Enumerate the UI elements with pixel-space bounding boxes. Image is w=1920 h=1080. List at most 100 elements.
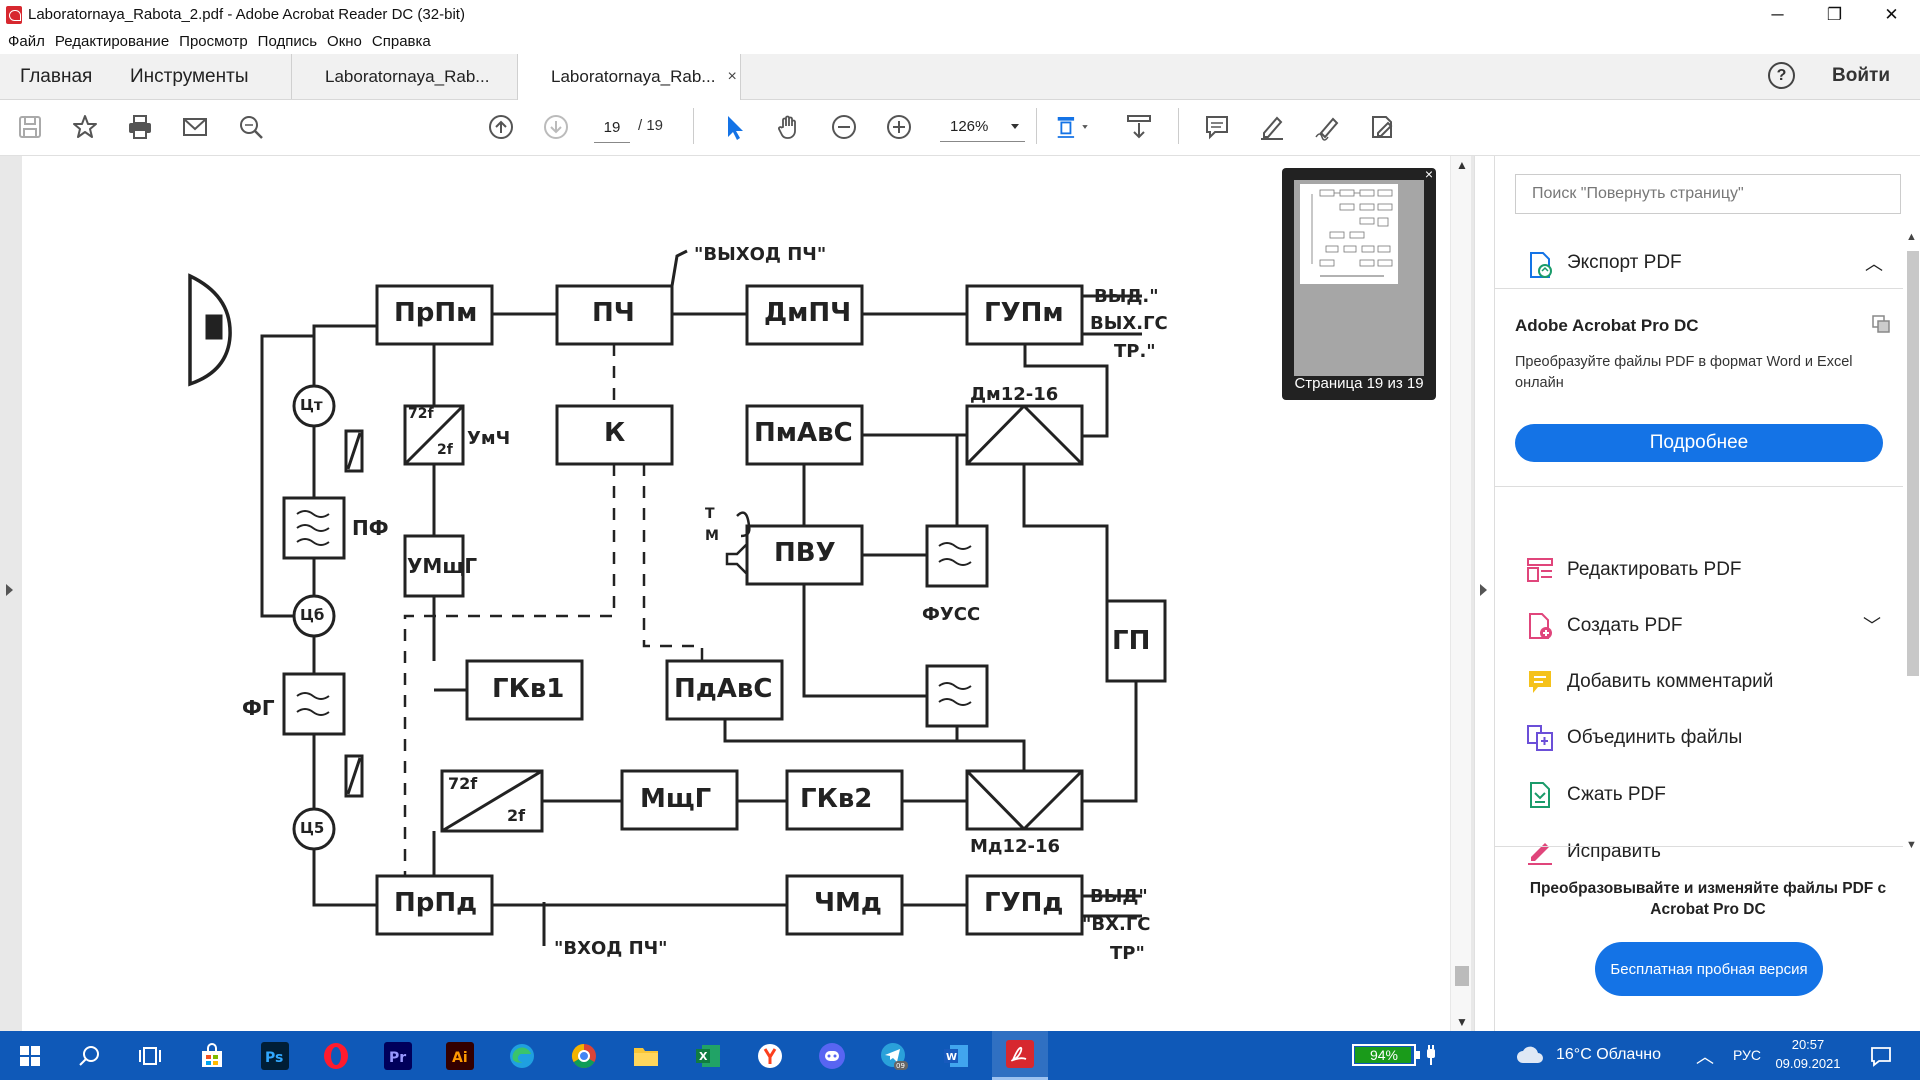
panel-scrollbar[interactable]: ▲ ▼	[1903, 231, 1920, 851]
bookmark-star-icon[interactable]	[69, 111, 101, 143]
label-out-top-2: ВЫХ.ГС	[1090, 313, 1168, 334]
weather-text[interactable]: 16°C Облачно	[1556, 1046, 1662, 1063]
minimize-button[interactable]: ─	[1771, 4, 1784, 24]
page-display-icon[interactable]	[1053, 111, 1097, 143]
panel-scroll-up-icon[interactable]: ▲	[1906, 231, 1917, 243]
tool-fix[interactable]: Исправить	[1525, 834, 1661, 870]
tab-document-1[interactable]: Laboratornaya_Rab...	[291, 54, 516, 99]
premiere-icon[interactable]: Pr	[378, 1036, 418, 1076]
sign-pen-icon[interactable]	[1311, 111, 1343, 143]
discord-icon[interactable]	[812, 1036, 852, 1076]
right-panel-collapse-icon[interactable]	[1480, 584, 1487, 596]
panel-scroll-down-icon[interactable]: ▼	[1906, 839, 1917, 851]
language-indicator[interactable]: РУС	[1733, 1047, 1762, 1063]
highlight-pen-icon[interactable]	[1256, 111, 1288, 143]
save-icon[interactable]	[14, 111, 46, 143]
menu-file[interactable]: Файл	[8, 33, 45, 50]
tab-home[interactable]: Главная	[20, 65, 93, 87]
scroll-up-icon[interactable]: ▲	[1456, 158, 1468, 172]
tab-close-icon[interactable]: ×	[727, 68, 737, 85]
export-pdf-header[interactable]: Экспорт PDF ︿	[1495, 238, 1903, 289]
chevron-up-icon[interactable]: ︿	[1865, 254, 1883, 274]
notifications-icon[interactable]	[1870, 1045, 1892, 1071]
word-icon[interactable]: W	[936, 1036, 976, 1076]
hand-tool-icon[interactable]	[773, 111, 805, 143]
page-thumbnail	[1294, 180, 1424, 376]
print-icon[interactable]	[124, 111, 156, 143]
right-panel-toggle[interactable]	[1474, 156, 1495, 1031]
tool-edit-pdf-label: Редактировать PDF	[1567, 559, 1742, 580]
taskbar-search-icon[interactable]	[70, 1036, 110, 1076]
block-gkv2: ГКв2	[800, 784, 873, 814]
scrollbar-thumb[interactable]	[1455, 966, 1469, 986]
left-panel-toggle-icon[interactable]	[6, 584, 13, 596]
next-page-icon[interactable]	[540, 111, 572, 143]
page-thumbnail-popup[interactable]: × Страница 19 из 19	[1282, 166, 1436, 400]
acrobat-icon	[6, 5, 22, 24]
scroll-mode-icon[interactable]	[1123, 111, 1155, 143]
svg-text:Ai: Ai	[452, 1050, 468, 1066]
menu-help[interactable]: Справка	[371, 33, 431, 50]
menu-edit[interactable]: Редактирование	[54, 33, 170, 50]
tool-combine-files[interactable]: Объединить файлы	[1525, 720, 1742, 756]
tab-tools[interactable]: Инструменты	[130, 65, 249, 87]
clock[interactable]: 20:57 09.09.2021	[1772, 1035, 1844, 1073]
svg-text:W: W	[946, 1052, 957, 1063]
select-cursor-icon[interactable]	[718, 111, 750, 143]
file-explorer-icon[interactable]	[626, 1036, 666, 1076]
tool-create-pdf[interactable]: Создать PDF	[1525, 608, 1682, 644]
acrobat-taskbar-icon[interactable]	[992, 1031, 1048, 1080]
free-trial-button[interactable]: Бесплатная пробная версия	[1595, 942, 1823, 996]
telegram-icon[interactable]: 09	[874, 1036, 914, 1076]
task-view-icon[interactable]	[130, 1036, 170, 1076]
windows-start-icon[interactable]	[10, 1036, 50, 1076]
page-number-input[interactable]: 19	[594, 112, 630, 143]
previous-page-icon[interactable]	[485, 111, 517, 143]
document-scrollbar[interactable]: ▲ ▼	[1451, 156, 1471, 1031]
tools-search-input[interactable]: Поиск "Повернуть страницу"	[1515, 174, 1901, 214]
store-icon[interactable]	[192, 1036, 232, 1076]
tab-document-2[interactable]: Laboratornaya_Rab... ×	[517, 54, 741, 100]
battery-indicator[interactable]: 94%	[1352, 1044, 1420, 1066]
signin-button[interactable]: Войти	[1832, 65, 1890, 86]
menu-window[interactable]: Окно	[327, 33, 362, 50]
document-viewport[interactable]: ПрПм ПЧ ДмПЧ ГУПм К ПмАвС ПВУ УМщГ ГКв1 …	[0, 156, 1474, 1031]
menu-sign[interactable]: Подпись	[257, 33, 318, 50]
maximize-button[interactable]: ❐	[1826, 4, 1843, 24]
zoom-out-icon[interactable]	[828, 111, 860, 143]
export-pdf-icon	[1525, 250, 1555, 284]
tool-add-comment[interactable]: Добавить комментарий	[1525, 664, 1773, 700]
chevron-up-tray-icon[interactable]: ︿	[1696, 1047, 1714, 1067]
zoom-level-select[interactable]: 126%	[940, 112, 1025, 142]
scroll-down-icon[interactable]: ▼	[1456, 1015, 1468, 1029]
chevron-down-icon[interactable]: ﹀	[1863, 616, 1881, 636]
label-out-top-3: ТР."	[1114, 341, 1156, 362]
window-title: Laboratornaya_Rabota_2.pdf - Adobe Acrob…	[28, 6, 465, 23]
photoshop-icon[interactable]: Ps	[255, 1036, 295, 1076]
excel-icon[interactable]: X	[688, 1036, 728, 1076]
close-button[interactable]: ✕	[1884, 4, 1899, 24]
battery-fill	[1355, 1047, 1411, 1063]
search-icon[interactable]	[235, 111, 267, 143]
edge-icon[interactable]	[502, 1036, 542, 1076]
email-icon[interactable]	[179, 111, 211, 143]
opera-icon[interactable]	[316, 1036, 356, 1076]
thumbnail-close-icon[interactable]: ×	[1424, 166, 1433, 182]
tool-compress-pdf[interactable]: Сжать PDF	[1525, 777, 1666, 813]
cloud-weather-icon[interactable]	[1515, 1043, 1545, 1069]
tool-add-comment-label: Добавить комментарий	[1567, 671, 1774, 692]
chrome-icon[interactable]	[564, 1036, 604, 1076]
fill-sign-icon[interactable]	[1366, 111, 1398, 143]
panel-divider	[1495, 846, 1903, 847]
help-icon[interactable]: ?	[1768, 62, 1795, 89]
menu-view[interactable]: Просмотр	[179, 33, 248, 50]
tool-edit-pdf[interactable]: Редактировать PDF	[1525, 552, 1742, 588]
panel-scrollbar-thumb[interactable]	[1907, 251, 1919, 676]
copy-icon[interactable]	[1871, 314, 1891, 338]
yandex-browser-icon[interactable]	[750, 1036, 790, 1076]
tool-compress-pdf-label: Сжать PDF	[1567, 784, 1666, 805]
zoom-in-icon[interactable]	[883, 111, 915, 143]
illustrator-icon[interactable]: Ai	[440, 1036, 480, 1076]
comment-icon[interactable]	[1201, 111, 1233, 143]
learn-more-button[interactable]: Подробнее	[1515, 424, 1883, 462]
